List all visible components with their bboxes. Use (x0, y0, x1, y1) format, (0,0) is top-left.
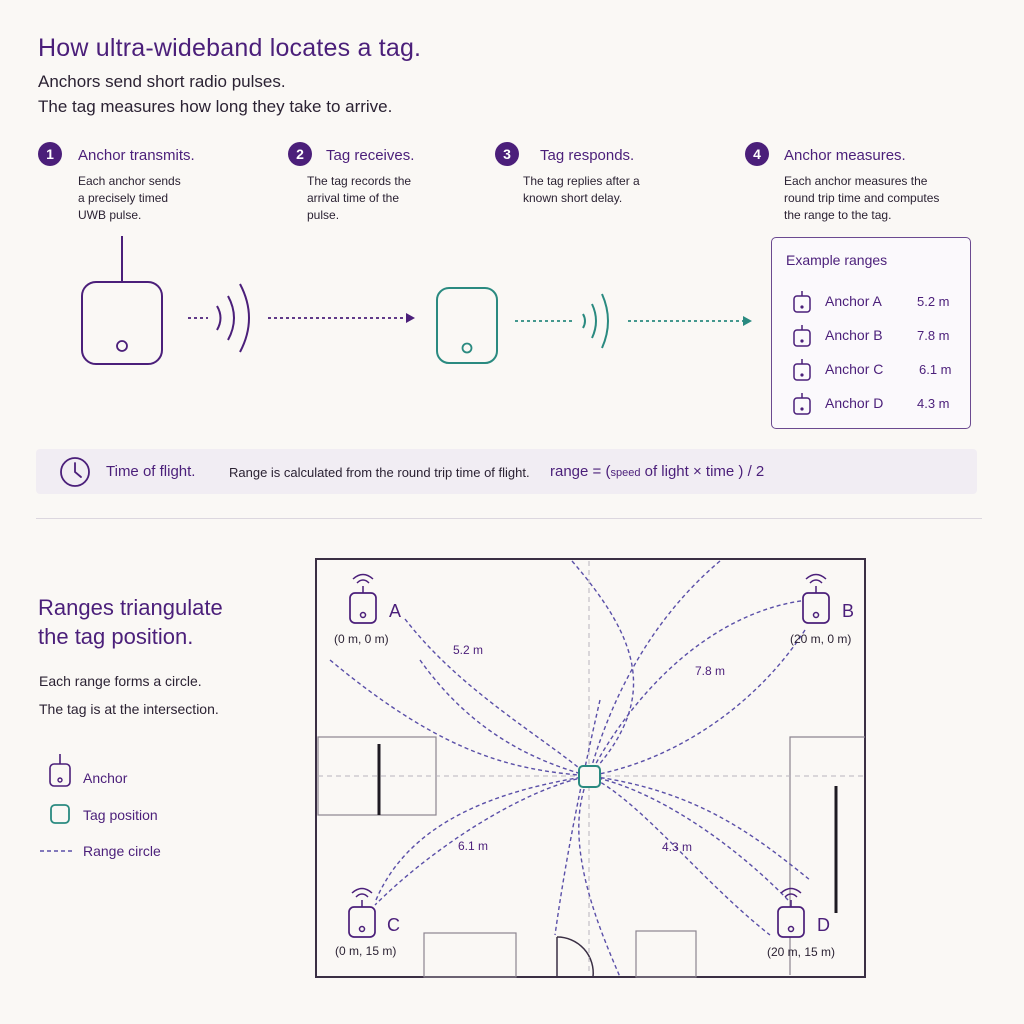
range-row-name: Anchor B (825, 327, 883, 343)
anchor-device-icon (81, 236, 163, 365)
step-2-number: 2 (288, 142, 312, 166)
time-of-flight-bar: Time of flight. Range is calculated from… (36, 449, 977, 494)
arrow-to-tag-icon (268, 313, 415, 323)
floor-outline (315, 558, 866, 978)
formula-start: range = ( (550, 463, 611, 480)
step-3-desc: The tag replies after a known short dela… (523, 174, 640, 205)
door-icon (556, 936, 594, 978)
range-circle-arcs (329, 560, 811, 978)
range-row-name: Anchor C (825, 361, 884, 377)
pulse-illustration (81, 236, 752, 365)
step-4-number: 4 (745, 142, 769, 166)
step-3-number: 3 (495, 142, 519, 166)
anchor-c-coord: (0 m, 15 m) (335, 944, 397, 958)
time-of-flight-desc: Range is calculated from the round trip … (229, 465, 530, 480)
range-formula: range = (speed of light × time ) / 2 (550, 463, 764, 480)
intro-line-2: The tag measures how long they take to a… (38, 97, 393, 116)
anchor-a-letter: A (389, 601, 402, 621)
triangulation-title-line-1: Ranges triangulate (38, 595, 223, 620)
range-row-name: Anchor A (825, 293, 882, 309)
anchor-d-coord: (20 m, 15 m) (767, 945, 836, 959)
anchor-d-letter: D (817, 915, 830, 935)
arrow-to-anchor-icon (628, 316, 752, 326)
triangulation-desc-line-2: The tag is at the intersection. (39, 701, 219, 717)
anchor-d-range: 4.3 m (662, 840, 693, 854)
step-2-desc: The tag records the arrival time of the … (307, 174, 412, 222)
step-4-desc: Each anchor measures the round trip time… (784, 174, 940, 222)
step-2-title: Tag receives. (326, 147, 415, 164)
anchor-d-icon (777, 887, 805, 938)
anchor-c-icon (348, 887, 376, 938)
time-of-flight-title: Time of flight. (106, 463, 196, 480)
anchor-b-range: 7.8 m (695, 664, 726, 678)
anchor-b-letter: B (842, 601, 855, 621)
anchor-b-icon (802, 573, 830, 624)
anchor-icon (793, 393, 811, 415)
anchor-pulse-signal-icon (188, 283, 250, 353)
legend-tag-label: Tag position (83, 807, 158, 823)
tag-position-marker (578, 765, 601, 788)
anchor-icon (793, 291, 811, 313)
legend-range-line-icon (40, 850, 74, 852)
anchor-icon (793, 325, 811, 347)
step-1-number: 1 (38, 142, 62, 166)
example-ranges-panel: Example ranges Anchor A 5.2 m Anchor B 7… (771, 237, 971, 429)
legend-range-label: Range circle (83, 843, 161, 859)
range-row-value: 7.8 m (917, 328, 950, 343)
section-divider (36, 518, 982, 519)
anchor-a-coord: (0 m, 0 m) (334, 632, 389, 646)
page-title: How ultra-wideband locates a tag. (38, 34, 422, 62)
anchor-a-range: 5.2 m (453, 643, 484, 657)
intro-line-1: Anchors send short radio pulses. (38, 72, 286, 91)
range-row-name: Anchor D (825, 395, 884, 411)
legend-anchor-icon (49, 754, 71, 787)
step-1-desc: Each anchor sends a precisely timed UWB … (78, 174, 181, 222)
anchor-b-coord: (20 m, 0 m) (790, 632, 852, 646)
example-ranges-title: Example ranges (786, 252, 888, 268)
legend-tag-icon (50, 804, 70, 824)
step-3-title: Tag responds. (540, 147, 635, 164)
clock-icon (60, 457, 90, 487)
triangulation-desc-line-1: Each range forms a circle. (39, 673, 202, 689)
anchor-icon (793, 359, 811, 381)
tag-device-icon (436, 287, 498, 364)
legend-anchor-label: Anchor (83, 770, 128, 786)
triangulation-title-line-2: the tag position. (38, 624, 194, 649)
range-row-value: 5.2 m (917, 294, 950, 309)
tag-response-signal-icon (515, 293, 609, 349)
formula-small: speed (610, 467, 641, 479)
anchor-c-range: 6.1 m (458, 839, 489, 853)
step-4-title: Anchor measures. (784, 147, 906, 164)
anchor-a-icon (349, 573, 377, 624)
formula-end: of light × time ) / 2 (640, 463, 765, 480)
range-row-value: 4.3 m (917, 396, 950, 411)
anchor-c-letter: C (387, 915, 400, 935)
step-1-title: Anchor transmits. (78, 147, 195, 164)
range-row-value: 6.1 m (919, 362, 952, 377)
